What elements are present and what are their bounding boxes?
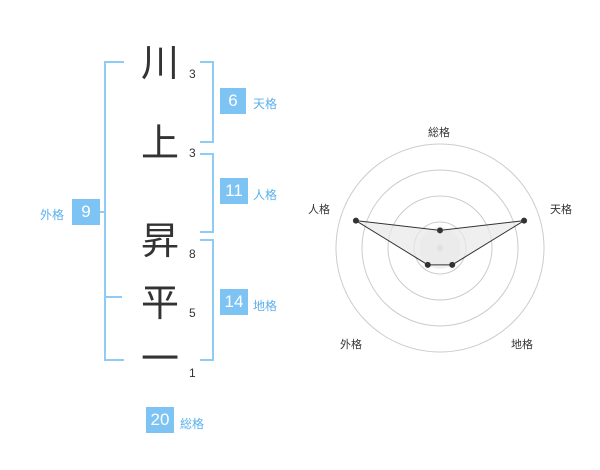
name-char-5: 一 [140,337,179,381]
radar-point-2 [521,217,528,224]
chikaku-badge: 14 [220,289,248,315]
stroke-count-4: 5 [189,306,196,320]
name-char-1: 川 [140,41,179,85]
tenkaku-bracket [200,61,214,143]
tenkaku-badge: 6 [220,88,246,114]
gaikaku-badge: 9 [72,199,100,225]
stroke-count-2: 3 [189,146,196,160]
radar-ring-4 [335,143,545,353]
radar-axis-label-tenkaku: 天格 [550,203,572,216]
name-char-4: 平 [140,281,179,325]
radar-ring-3 [361,169,519,327]
radar-axis-label-gaikaku: 外格 [340,338,362,351]
chikaku-label: 地格 [253,299,278,313]
radar-ring-2 [387,195,493,301]
radar-data-polygon [355,220,525,266]
jinkaku-bracket [200,153,214,233]
radar-axis-label-soukaku: 総格 [428,126,450,139]
name-char-2: 上 [140,121,179,165]
gaikaku-bracket-tick [98,211,104,213]
tenkaku-label: 天格 [253,97,278,111]
radar-point-4 [424,261,431,268]
radar-axis-label-jinkaku: 人格 [308,203,330,216]
stroke-count-5: 1 [189,366,196,380]
soukaku-label: 総格 [180,417,205,431]
radar-point-1 [437,227,443,234]
gaikaku-bracket [104,61,124,361]
soukaku-badge: 20 [146,407,174,433]
stroke-count-1: 3 [189,67,196,81]
jinkaku-label: 人格 [253,188,278,202]
stroke-count-3: 8 [189,247,196,261]
gaikaku-label: 外格 [40,208,65,222]
radar-chart-svg [335,143,545,353]
gaikaku-bracket-divider [104,296,122,298]
radar-point-5 [352,217,359,224]
radar-axis-label-chikaku: 地格 [511,338,533,351]
jinkaku-badge: 11 [220,178,248,204]
radar-chart: 総格 天格 地格 外格 人格 [300,110,580,370]
name-char-3: 昇 [140,219,179,263]
radar-point-3 [449,261,456,268]
chikaku-bracket [200,239,214,361]
